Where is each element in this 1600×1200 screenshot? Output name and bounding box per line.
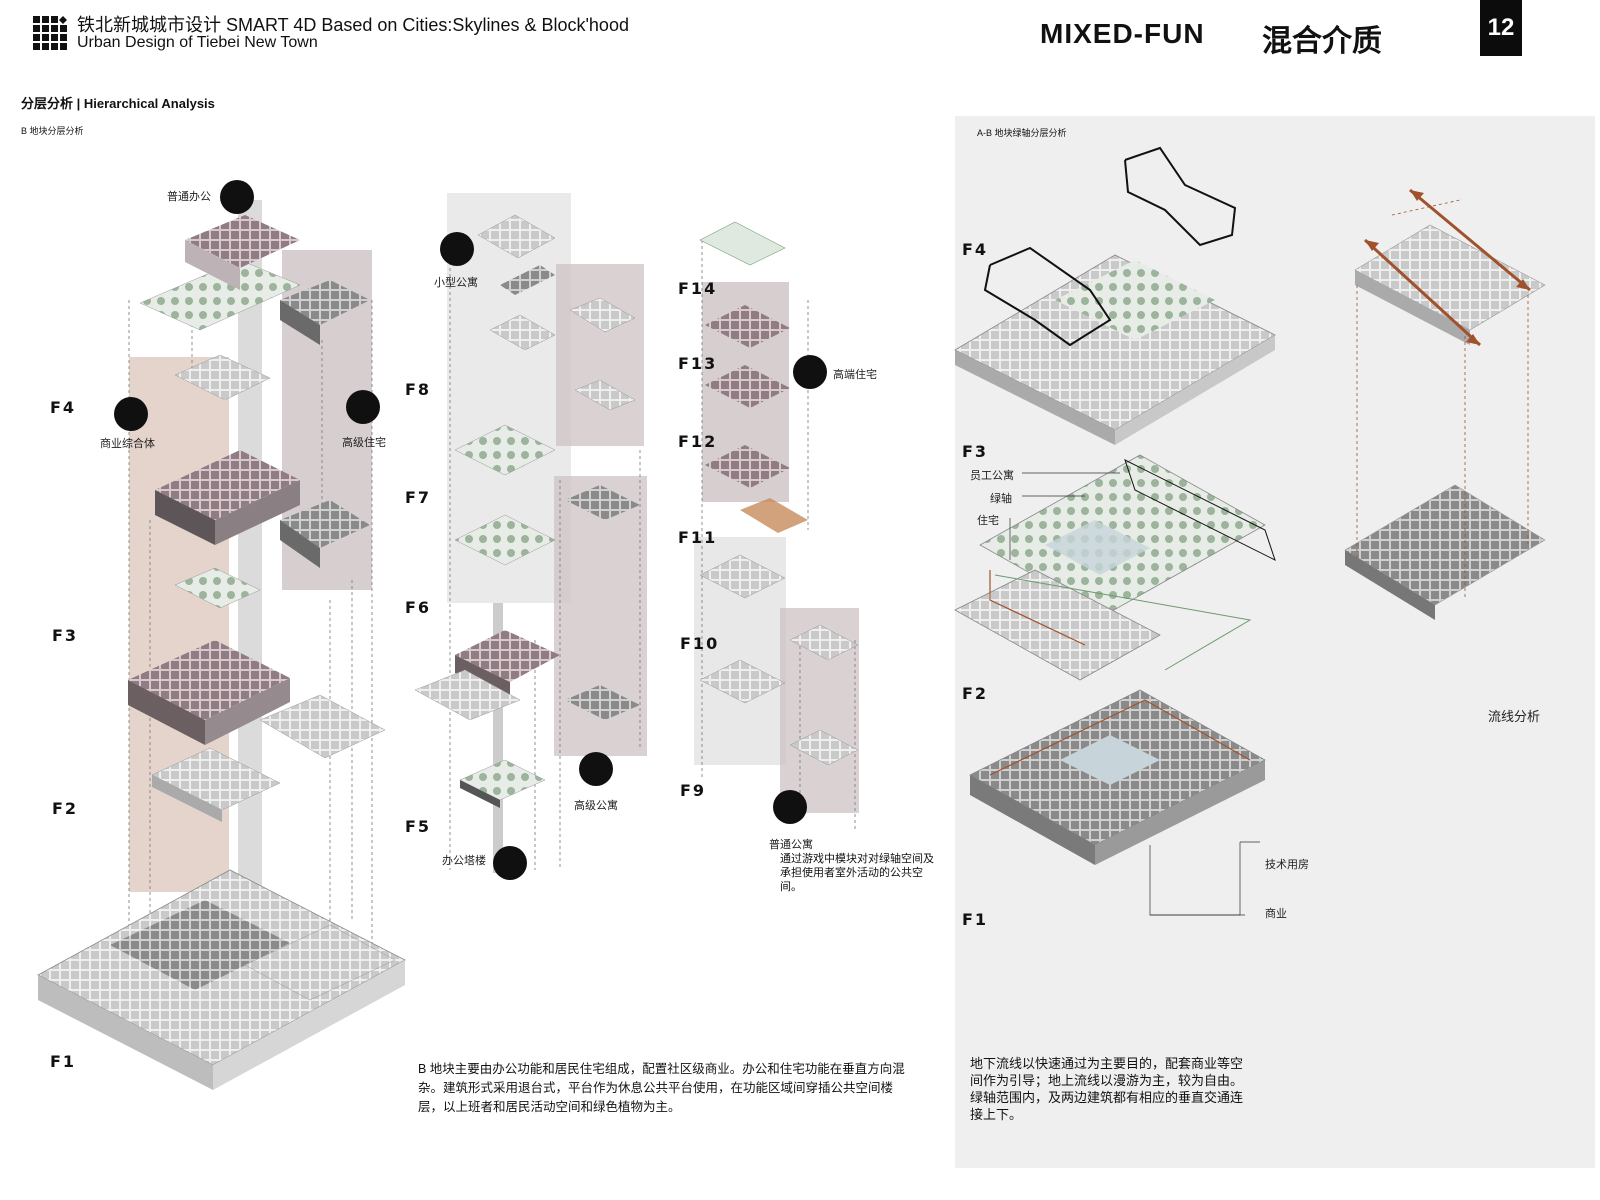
- mid-floor-f6: F6: [405, 598, 432, 617]
- page-number: 12: [1480, 0, 1522, 56]
- label-commerce: 商业: [1265, 908, 1287, 920]
- tower-note: 通过游戏中模块对对绿轴空间及承担使用者室外活动的公共空间。: [780, 853, 934, 893]
- subsection-ab: A-B 地块绿轴分层分析: [977, 128, 1067, 138]
- description-b: B 地块主要由办公功能和居民住宅组成，配置社区级商业。办公和住宅功能在垂直方向混…: [418, 1062, 905, 1114]
- theme-title-en: MIXED-FUN: [1040, 18, 1205, 49]
- residence-building-icon: [793, 355, 827, 389]
- shopping-icon: [114, 397, 148, 431]
- logo-icon: [33, 16, 67, 50]
- label-office-tower: 办公塔楼: [442, 855, 486, 867]
- header-title-cn: 铁北新城城市设计 SMART 4D Based on Cities:Skylin…: [77, 15, 629, 35]
- tower-floor-f14: F14: [678, 279, 718, 298]
- tower-floor-f10: F10: [680, 634, 720, 653]
- mid-floor-f5: F5: [405, 817, 432, 836]
- label-green-axis: 绿轴: [990, 493, 1012, 505]
- theme-title-cn: 混合介质: [1262, 25, 1382, 58]
- section-title: 分层分析 | Hierarchical Analysis: [21, 96, 215, 111]
- header-title-en: Urban Design of Tiebei New Town: [77, 34, 318, 51]
- tower-floor-f9: F9: [680, 781, 707, 800]
- apartment-building-icon: [440, 232, 474, 266]
- label-highend-apt: 高级公寓: [574, 800, 618, 812]
- mid-floor-f7: F7: [405, 488, 432, 507]
- label-highend-res: 高级住宅: [342, 437, 386, 449]
- label-office: 普通办公: [167, 191, 211, 203]
- label-tech-room: 技术用房: [1265, 859, 1309, 871]
- right-floor-f3: F3: [962, 442, 989, 461]
- label-commercial: 商业综合体: [100, 438, 155, 450]
- tower-floor-f13: F13: [678, 354, 718, 373]
- apartment-building-icon: [579, 752, 613, 786]
- left-floor-f3: F3: [52, 626, 79, 645]
- left-floor-f2: F2: [52, 799, 79, 818]
- residence-building-icon: [346, 390, 380, 424]
- tower-floor-f12: F12: [678, 432, 718, 451]
- mid-floor-f8: F8: [405, 380, 432, 399]
- subsection-b: B 地块分层分析: [21, 126, 84, 136]
- right-floor-f1: F1: [962, 910, 989, 929]
- label-staff-apt: 员工公寓: [970, 470, 1014, 482]
- label-small-apt: 小型公寓: [434, 277, 478, 289]
- label-flow-analysis: 流线分析: [1488, 709, 1541, 724]
- label-residence: 住宅: [977, 515, 999, 527]
- right-floor-f2: F2: [962, 684, 989, 703]
- office-worker-icon: [220, 180, 254, 214]
- label-normal-apt: 普通公寓: [769, 839, 813, 851]
- description-right: 地下流线以快速通过为主要目的，配套商业等空间作为引导；地上流线以漫游为主，较为自…: [970, 1056, 1244, 1122]
- left-floor-f1: F1: [50, 1052, 77, 1071]
- apartment-building-icon: [773, 790, 807, 824]
- right-floor-f4: F4: [962, 240, 989, 259]
- left-floor-f4: F4: [50, 398, 77, 417]
- office-worker-icon: [493, 846, 527, 880]
- tower-floor-f11: F11: [678, 528, 718, 547]
- label-luxury-res: 高端住宅: [833, 369, 877, 381]
